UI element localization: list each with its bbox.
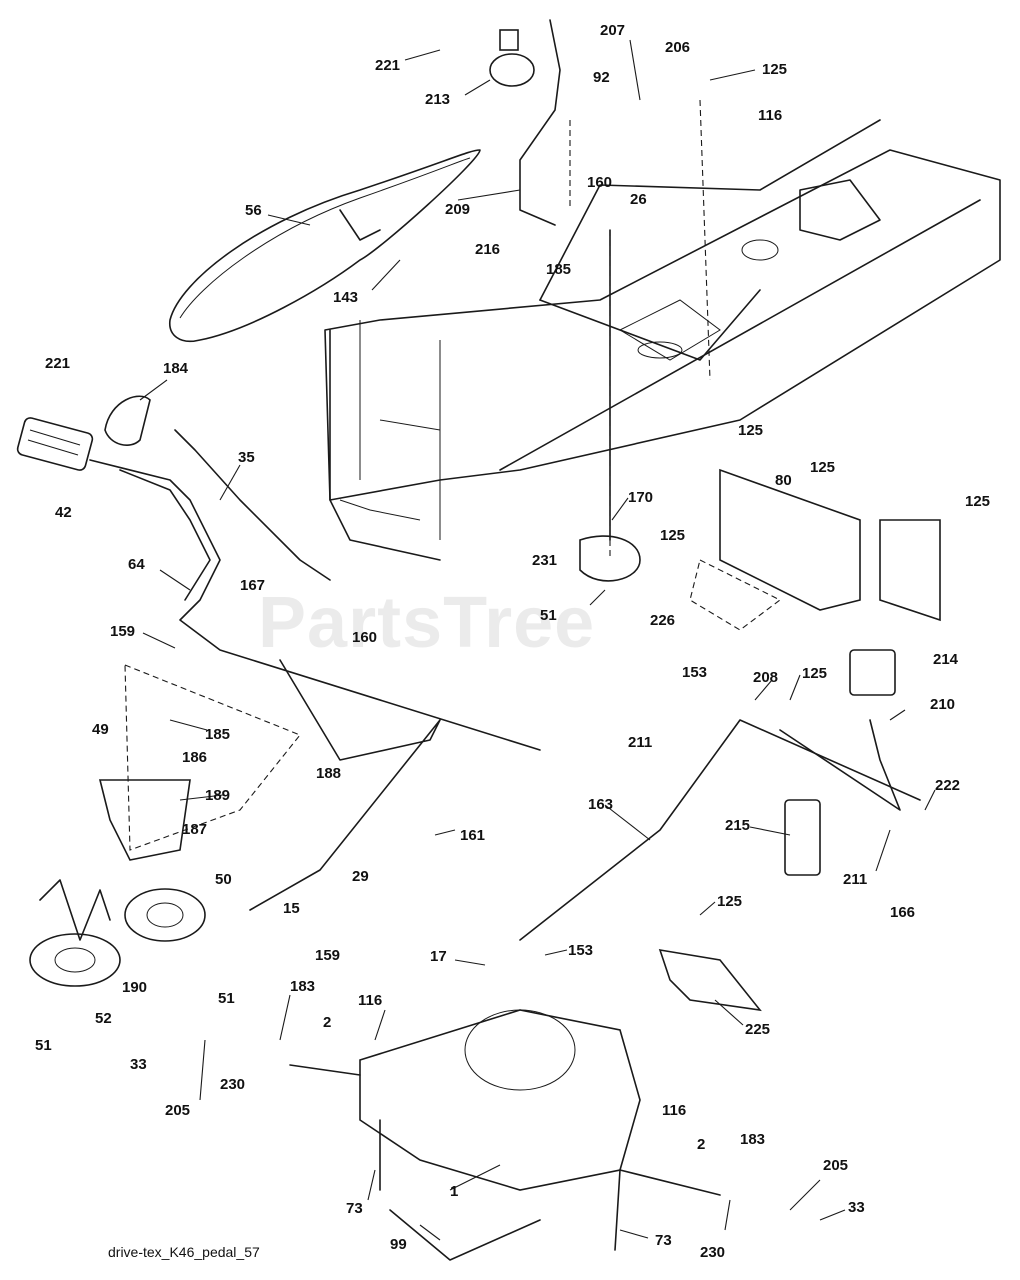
label-215: 215 — [725, 817, 751, 834]
label-221-top: 221 — [375, 57, 401, 74]
label-153-bottom: 153 — [568, 942, 594, 959]
label-73-left: 73 — [346, 1200, 363, 1217]
label-231: 231 — [532, 552, 558, 569]
label-1: 1 — [450, 1183, 459, 1200]
label-183-right: 183 — [740, 1131, 766, 1148]
label-51-center: 51 — [540, 607, 557, 624]
label-209: 209 — [445, 201, 471, 218]
label-17: 17 — [430, 948, 447, 965]
label-211-left: 211 — [628, 734, 653, 751]
label-210: 210 — [930, 696, 956, 713]
label-99: 99 — [390, 1236, 407, 1253]
label-186: 186 — [182, 749, 208, 766]
label-125-bracket-mid: 125 — [810, 459, 836, 476]
label-163: 163 — [588, 796, 614, 813]
label-42: 42 — [55, 504, 72, 521]
drive-belt — [169, 149, 481, 342]
label-49: 49 — [92, 721, 109, 738]
label-167: 167 — [240, 577, 266, 594]
label-29: 29 — [352, 868, 369, 885]
label-92: 92 — [593, 69, 610, 86]
label-207: 207 — [600, 22, 626, 39]
diagram-caption: drive-tex_K46_pedal_57 — [108, 1244, 260, 1260]
label-52: 52 — [95, 1010, 112, 1027]
label-116-top: 116 — [758, 107, 783, 124]
label-221-left: 221 — [45, 355, 71, 372]
label-26: 26 — [630, 191, 647, 208]
label-214: 214 — [933, 651, 959, 668]
label-216: 216 — [475, 241, 501, 258]
label-211-right: 211 — [843, 871, 868, 888]
label-208: 208 — [753, 669, 779, 686]
leader-lines — [139, 39, 936, 1241]
linkage-rods — [89, 19, 921, 1261]
label-143: 143 — [333, 289, 359, 306]
label-205-right: 205 — [823, 1157, 849, 1174]
label-35: 35 — [238, 449, 255, 466]
label-184: 184 — [163, 360, 189, 377]
label-51-left: 51 — [35, 1037, 52, 1054]
label-166: 166 — [890, 904, 916, 921]
label-230-right: 230 — [700, 1244, 726, 1261]
label-73-right: 73 — [655, 1232, 672, 1249]
label-33-left: 33 — [130, 1056, 147, 1073]
label-125-bracket-top: 125 — [738, 422, 764, 439]
label-213: 213 — [425, 91, 451, 108]
label-116-left: 116 — [358, 992, 383, 1009]
label-125-deck: 125 — [717, 893, 743, 910]
label-80: 80 — [775, 472, 792, 489]
label-185-mid: 185 — [205, 726, 231, 743]
label-125-top: 125 — [762, 61, 788, 78]
label-2-right: 2 — [697, 1136, 706, 1153]
label-2-left: 2 — [323, 1014, 332, 1031]
label-51-mid: 51 — [218, 990, 235, 1007]
label-159-bottom: 159 — [315, 947, 341, 964]
label-15: 15 — [283, 900, 300, 917]
label-160-mid: 160 — [352, 629, 378, 646]
label-64: 64 — [128, 556, 145, 573]
label-188: 188 — [316, 765, 342, 782]
label-33-right: 33 — [848, 1199, 865, 1216]
label-116-right: 116 — [662, 1102, 687, 1119]
transaxle — [289, 1009, 721, 1251]
small-parts — [16, 29, 896, 1012]
label-187: 187 — [182, 821, 208, 838]
label-161: 161 — [460, 827, 486, 844]
label-230-left: 230 — [220, 1076, 246, 1093]
label-125-pedal: 125 — [802, 665, 828, 682]
label-153-top: 153 — [682, 664, 708, 681]
label-190: 190 — [122, 979, 148, 996]
watermark: PartsTree — [258, 583, 596, 663]
idler-assembly — [29, 664, 301, 987]
label-170: 170 — [628, 489, 654, 506]
label-183-left: 183 — [290, 978, 316, 995]
support-bracket — [689, 468, 941, 631]
label-185-top: 185 — [546, 261, 572, 278]
label-160-top: 160 — [587, 174, 613, 191]
label-206: 206 — [665, 39, 691, 56]
label-225: 225 — [745, 1021, 771, 1038]
label-189: 189 — [205, 787, 231, 804]
label-222: 222 — [935, 777, 961, 794]
label-159-top: 159 — [110, 623, 136, 640]
label-226: 226 — [650, 612, 676, 629]
label-56: 56 — [245, 202, 262, 219]
label-125-bracket-left: 125 — [660, 527, 686, 544]
label-125-bracket-right: 125 — [965, 493, 991, 510]
label-205-left: 205 — [165, 1102, 191, 1119]
label-50: 50 — [215, 871, 232, 888]
tractor-frame — [324, 119, 1001, 561]
